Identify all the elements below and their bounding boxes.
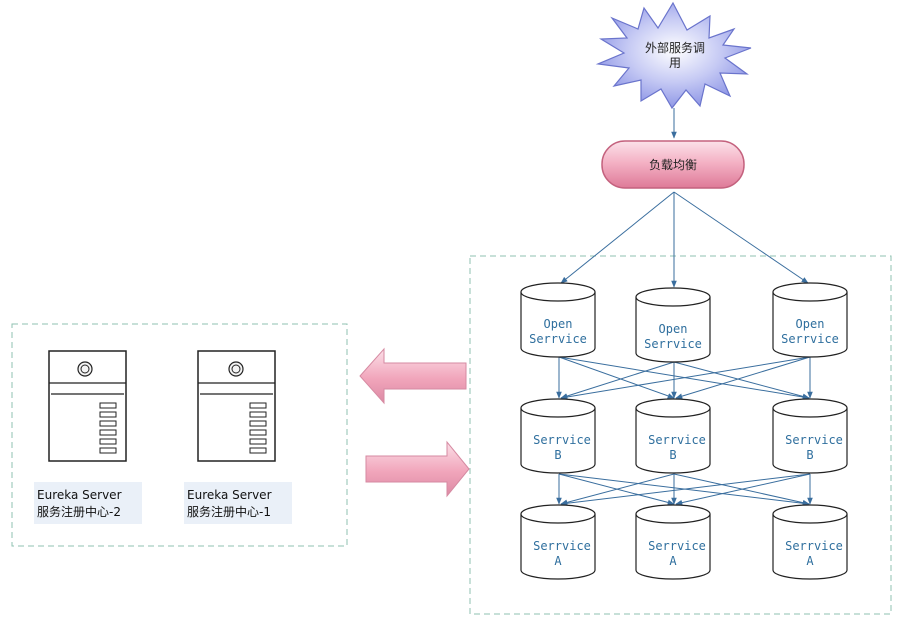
edge-balancer-to-open-1	[560, 191, 675, 284]
open-service-3-line2: Serrvice	[781, 332, 839, 346]
open-service-node-3: Open Serrvice	[772, 282, 848, 358]
starburst-icon	[595, 1, 752, 110]
eureka-label-bg-2	[34, 482, 142, 524]
open-service-3-line1: Open	[796, 317, 825, 331]
open-service-node-1: Open Serrvice	[520, 282, 596, 358]
open-service-2-line1: Open	[659, 322, 688, 336]
open-service-1-line2: Serrvice	[529, 332, 587, 346]
edges-b-to-a	[556, 473, 813, 507]
service-b-2-line2: B	[669, 448, 676, 462]
load-balancer-label: 负载均衡	[649, 158, 697, 172]
service-a-node-3: Serrvice A	[772, 504, 848, 580]
service-b-3-line1: Serrvice	[785, 433, 843, 447]
eureka-cluster-container	[11, 323, 348, 547]
service-b-1-line2: B	[554, 448, 561, 462]
eureka-server-1-line1: Eureka Server	[187, 488, 272, 502]
eureka-server-2-line1: Eureka Server	[37, 488, 122, 502]
right-arrow-icon	[365, 440, 470, 498]
edge-balancer-to-open-3	[673, 191, 809, 284]
service-a-1-line2: A	[554, 554, 562, 568]
service-b-1-line1: Serrvice	[533, 433, 591, 447]
server-icon	[48, 350, 127, 462]
eureka-server-node-2: Eureka Server 服务注册中心-2	[34, 350, 142, 524]
external-call-node: 外部服务调 用	[595, 1, 752, 110]
service-a-3-line2: A	[806, 554, 814, 568]
service-a-2-line1: Serrvice	[648, 539, 706, 553]
server-icon	[197, 350, 276, 462]
service-a-3-line1: Serrvice	[785, 539, 843, 553]
service-a-node-1: Serrvice A	[520, 504, 596, 580]
external-call-label-line1: 外部服务调	[645, 40, 705, 55]
service-a-1-line1: Serrvice	[533, 539, 591, 553]
service-a-node-2: Serrvice A	[635, 504, 711, 580]
service-b-3-line2: B	[806, 448, 813, 462]
edges-open-to-b	[556, 356, 813, 400]
left-arrow-icon	[359, 347, 467, 405]
service-b-node-1: Serrvice B	[520, 398, 596, 474]
open-service-2-line2: Serrvice	[644, 337, 702, 351]
service-b-2-line1: Serrvice	[648, 433, 706, 447]
eureka-server-2-line2: 服务注册中心-2	[37, 504, 121, 519]
load-balancer-node: 负载均衡	[601, 140, 745, 189]
external-call-label-line2: 用	[669, 56, 681, 70]
eureka-label-bg-1	[184, 482, 292, 524]
service-a-2-line2: A	[669, 554, 677, 568]
service-b-node-3: Serrvice B	[772, 398, 848, 474]
open-service-node-2: Open Serrvice	[635, 287, 711, 363]
service-b-node-2: Serrvice B	[635, 398, 711, 474]
open-service-1-line1: Open	[544, 317, 573, 331]
eureka-server-1-line2: 服务注册中心-1	[187, 504, 271, 519]
service-cluster-container	[469, 255, 892, 615]
eureka-server-node-1: Eureka Server 服务注册中心-1	[184, 350, 292, 524]
